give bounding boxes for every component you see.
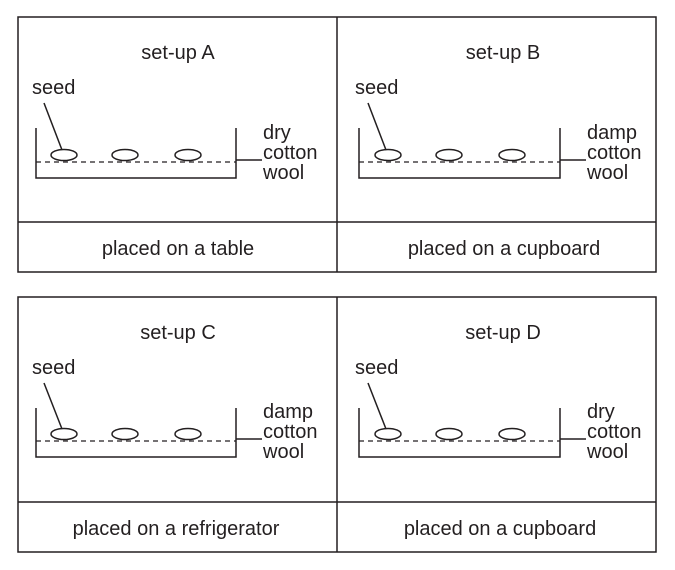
seed-label: seed bbox=[32, 357, 75, 379]
medium-label-1: dry bbox=[587, 401, 615, 423]
placement-caption: placed on a table bbox=[102, 238, 254, 260]
medium-label-2: cotton bbox=[263, 421, 317, 443]
seed bbox=[374, 148, 402, 162]
seed bbox=[174, 148, 202, 162]
setup-title: set-up A bbox=[141, 42, 215, 64]
seed-label: seed bbox=[355, 77, 398, 99]
medium-label-3: wool bbox=[586, 441, 628, 463]
seed bbox=[50, 427, 78, 441]
seed bbox=[111, 427, 139, 441]
medium-label-3: wool bbox=[586, 162, 628, 184]
panel-setup-d: set-up D seed dry cotton wool placed on … bbox=[355, 322, 641, 540]
seed bbox=[50, 148, 78, 162]
medium-label-2: cotton bbox=[263, 142, 317, 164]
tray bbox=[35, 128, 237, 179]
seed-pointer-line bbox=[43, 382, 63, 430]
medium-label-2: cotton bbox=[587, 421, 641, 443]
setup-title: set-up D bbox=[465, 322, 541, 344]
tray bbox=[358, 128, 561, 179]
medium-label-3: wool bbox=[262, 162, 304, 184]
placement-caption: placed on a cupboard bbox=[408, 238, 600, 260]
setup-title: set-up B bbox=[466, 42, 540, 64]
placement-caption: placed on a cupboard bbox=[404, 518, 596, 540]
seed bbox=[174, 427, 202, 441]
seed bbox=[111, 148, 139, 162]
seed bbox=[374, 427, 402, 441]
tray bbox=[35, 408, 237, 458]
seed-label: seed bbox=[32, 77, 75, 99]
seed bbox=[435, 427, 463, 441]
panel-setup-b: set-up B seed damp cotton wool placed on… bbox=[355, 42, 641, 260]
seed-label: seed bbox=[355, 357, 398, 379]
box-bottom bbox=[17, 296, 657, 553]
panel-setup-c: set-up C seed damp cotton wool placed on… bbox=[32, 322, 317, 540]
seed-pointer-line bbox=[367, 382, 387, 430]
panel-setup-a: set-up A seed dry cotton wool placed on … bbox=[32, 42, 317, 260]
setup-title: set-up C bbox=[140, 322, 216, 344]
placement-caption: placed on a refrigerator bbox=[73, 518, 280, 540]
seed bbox=[435, 148, 463, 162]
tray bbox=[358, 408, 561, 458]
medium-label-2: cotton bbox=[587, 142, 641, 164]
medium-label-1: damp bbox=[587, 122, 637, 144]
box-top bbox=[17, 16, 657, 273]
medium-label-1: damp bbox=[263, 401, 313, 423]
medium-label-1: dry bbox=[263, 122, 291, 144]
seed bbox=[498, 148, 526, 162]
seed-pointer-line bbox=[43, 102, 63, 151]
seed bbox=[498, 427, 526, 441]
medium-label-3: wool bbox=[262, 441, 304, 463]
seed-pointer-line bbox=[367, 102, 387, 151]
